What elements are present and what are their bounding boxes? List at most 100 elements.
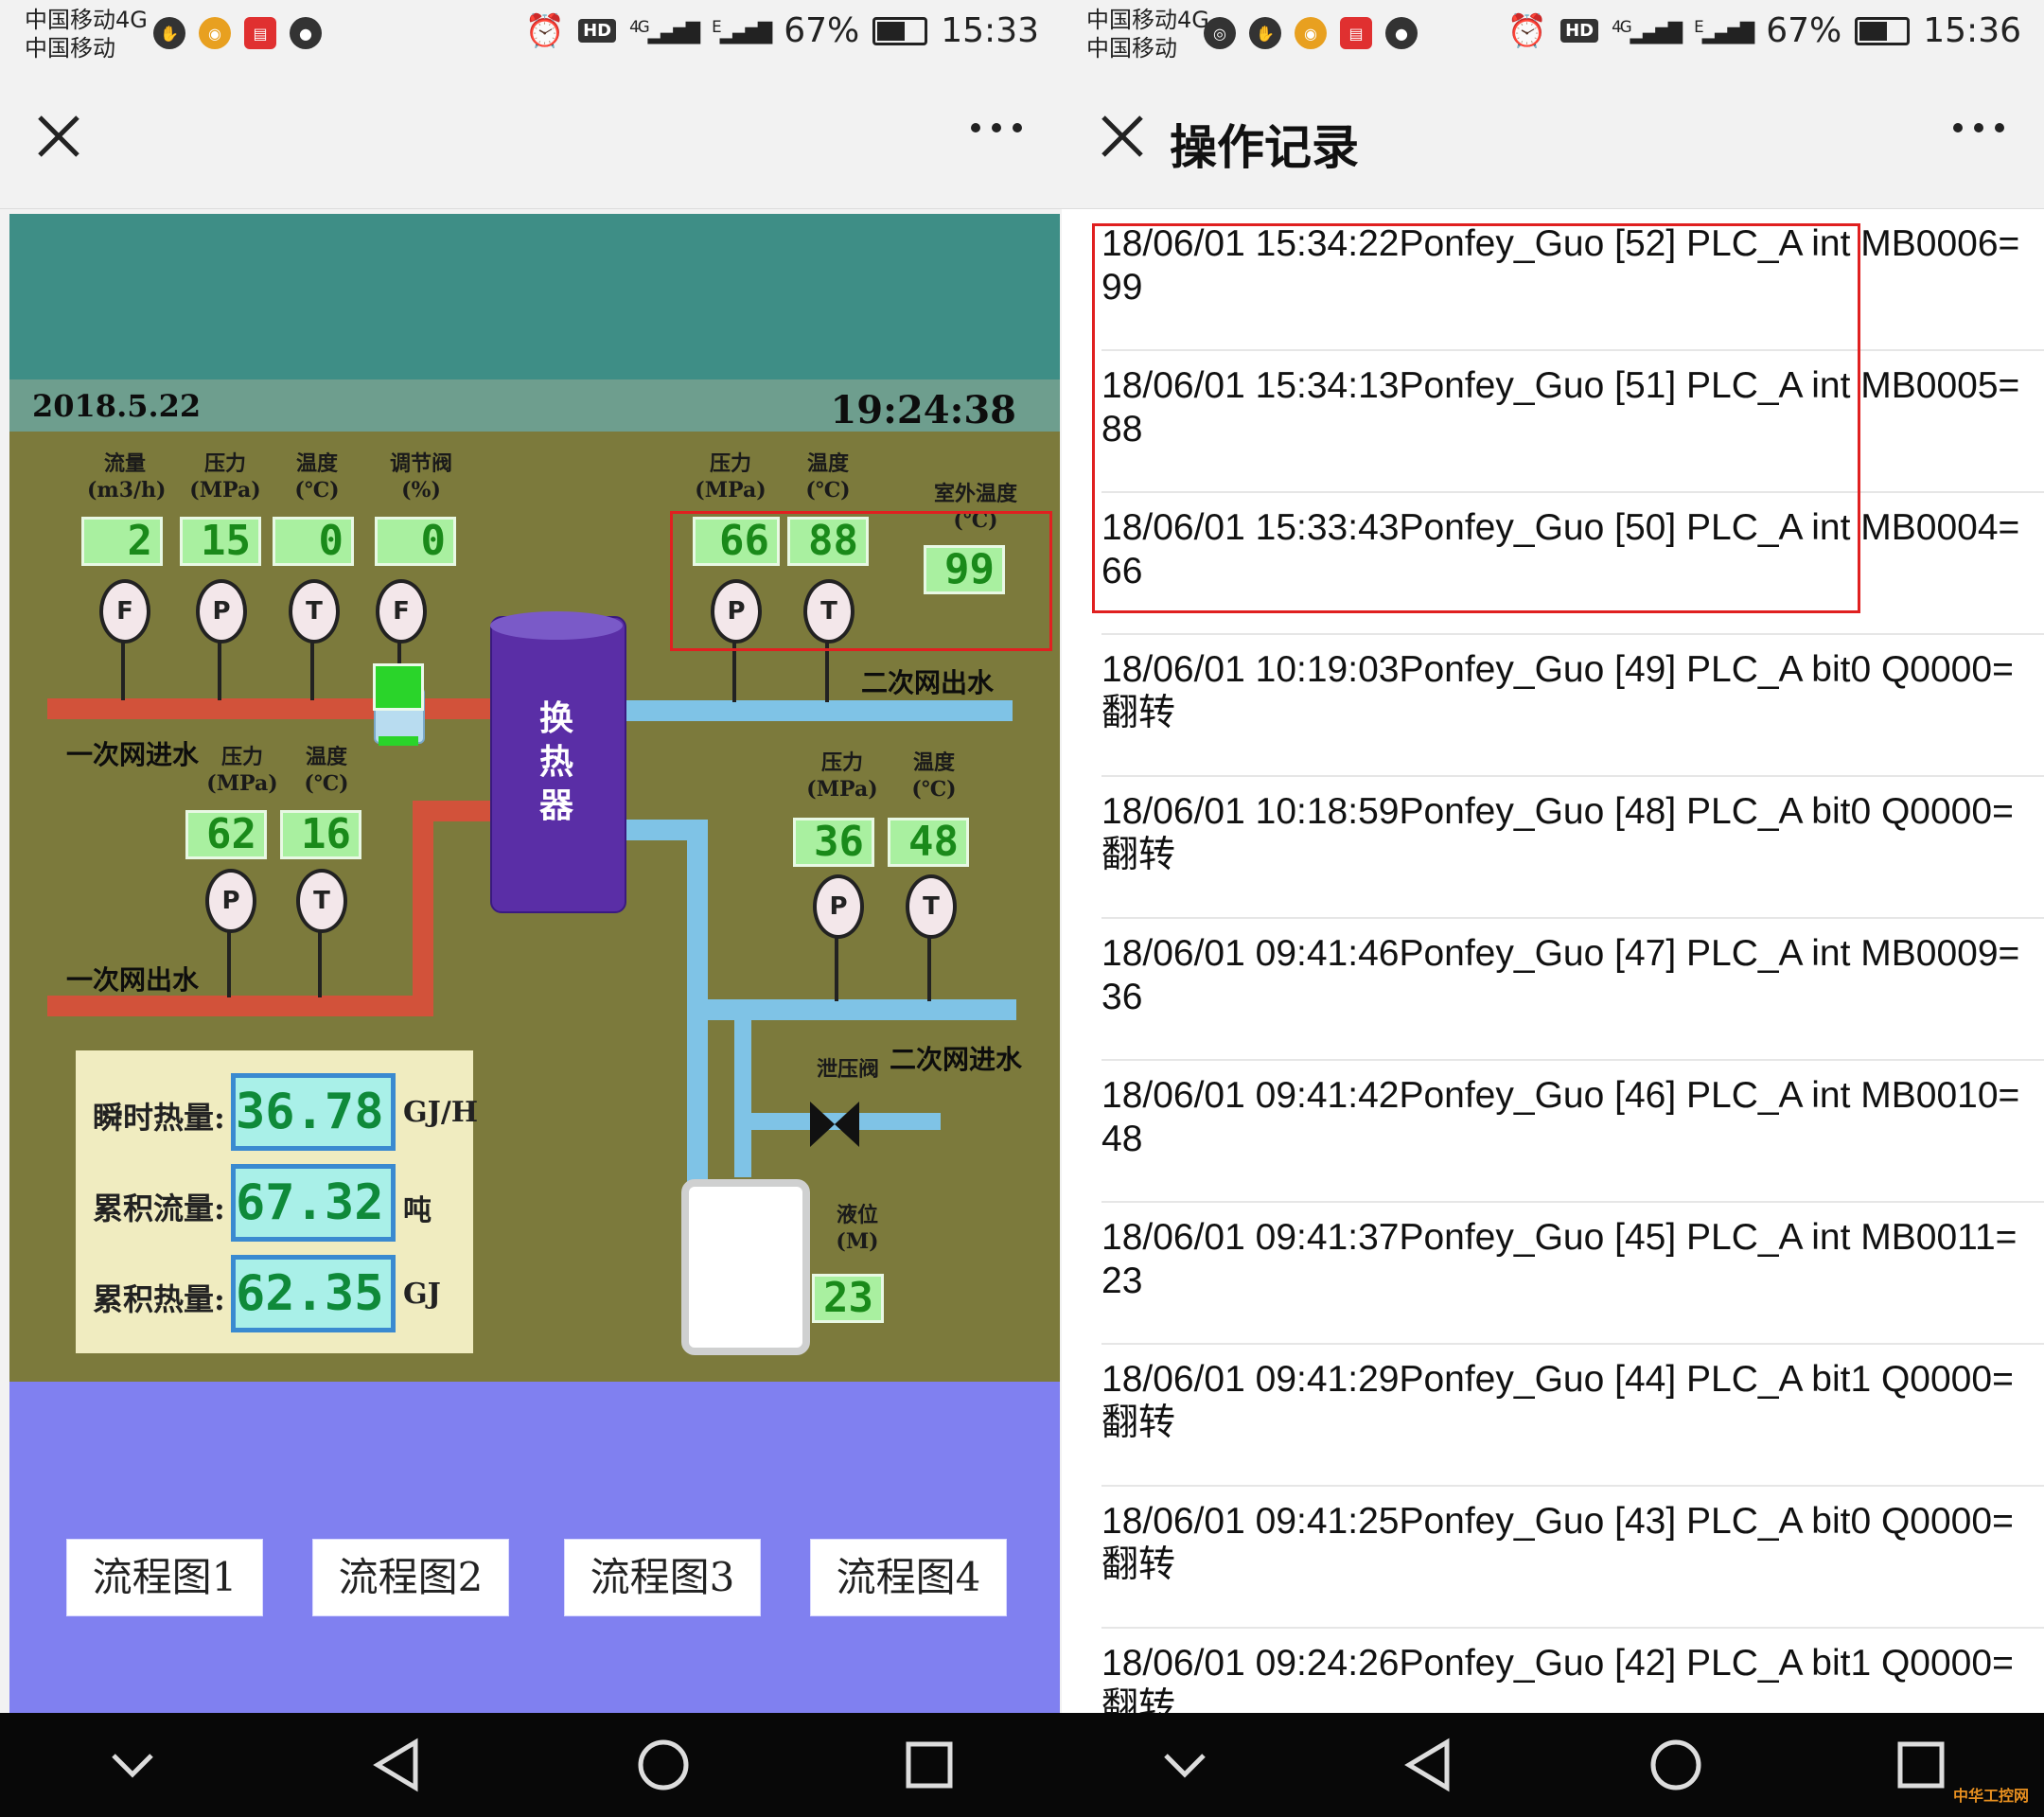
battery-fill [1859,21,1888,41]
log-entry-text: 18/06/01 09:41:29Ponfey_Guo [44] PLC_A b… [1101,1359,2014,1443]
battery-percent: 67% [1766,11,1842,50]
log-entry[interactable]: 18/06/01 10:19:03Ponfey_Guo [49] PLC_A b… [1101,635,2044,777]
carrier-info: 中国移动4G 中国移动 [1086,6,1209,62]
temp4-label: 温度 (℃) [911,750,957,802]
flowchart-1-button[interactable]: 流程图1 [66,1539,263,1616]
log-entry[interactable]: 18/06/01 09:41:46Ponfey_Guo [47] PLC_A i… [1101,919,2044,1061]
signal-e-icon: E▂▄▆█ [712,17,772,44]
recents-square-icon[interactable] [891,1727,967,1803]
more-options-button[interactable] [971,123,1022,132]
flow-value: 2 [81,517,163,566]
temp3-gauge: T [296,869,347,933]
pressure1-gauge: P [196,579,247,644]
primary-out-label: 一次网出水 [66,964,200,996]
heat-exchanger-top [490,611,623,640]
back-triangle-icon[interactable] [1392,1727,1468,1803]
flowchart-buttons: 流程图1 流程图2 流程图3 流程图4 [9,1539,1060,1633]
pressure2-gauge: P [711,579,762,644]
temp3-label: 温度 (℃) [304,745,349,796]
chevron-down-icon[interactable] [95,1727,170,1803]
shield-app-icon: ✋ [1249,17,1281,49]
hmi-date: 2018.5.22 [32,388,202,424]
dot-icon [992,123,1001,132]
battery-fill [877,21,906,41]
pressure2-value: 66 [693,517,780,566]
operation-log-list[interactable]: 18/06/01 15:34:22Ponfey_Guo [52] PLC_A i… [1062,209,2044,1714]
log-entry[interactable]: 18/06/01 15:34:22Ponfey_Guo [52] PLC_A i… [1101,209,2044,351]
pressure1-value: 15 [180,517,261,566]
dot-icon [1974,123,1983,132]
recents-square-icon[interactable] [1883,1727,1959,1803]
chevron-down-icon[interactable] [1147,1727,1223,1803]
signal-4g-icon: 4G▂▄▆█ [629,17,700,44]
temp2-gauge: T [803,579,855,644]
log-entry-text: 18/06/01 15:33:43Ponfey_Guo [50] PLC_A i… [1101,507,2020,591]
temp1-label: 温度 (℃) [294,451,340,503]
temp4-gauge: T [906,874,957,939]
flowchart-3-button[interactable]: 流程图3 [564,1539,761,1616]
notification-icons: ◎ ✋ ◉ ▤ ● [1204,17,1418,49]
temp3-value: 16 [280,810,361,859]
pressure4-label: 压力 (MPa) [806,750,878,802]
temp2-value: 88 [787,517,869,566]
log-entry[interactable]: 18/06/01 10:18:59Ponfey_Guo [48] PLC_A b… [1101,777,2044,919]
log-entry-text: 18/06/01 10:19:03Ponfey_Guo [49] PLC_A b… [1101,649,2014,733]
toutiao-icon: ▤ [244,17,276,49]
log-entry-text: 18/06/01 09:41:25Ponfey_Guo [43] PLC_A b… [1101,1501,2014,1585]
total-heat-value: 62.35 [231,1255,396,1332]
valve-pct-value: 0 [375,517,456,566]
temp2-label: 温度 (℃) [805,451,851,503]
log-entry-text: 18/06/01 09:41:42Ponfey_Guo [46] PLC_A i… [1101,1075,2020,1159]
flowchart-4-button[interactable]: 流程图4 [810,1539,1007,1616]
log-entry[interactable]: 18/06/01 09:41:29Ponfey_Guo [44] PLC_A b… [1101,1345,2044,1487]
valve-pct-label: 调节阀 (%) [389,451,452,503]
hmi-date-band [9,379,1060,432]
android-nav-bar [0,1713,1062,1817]
flow-label: 流量 (m3/h) [87,451,167,503]
primary-in-label: 一次网进水 [66,739,200,770]
pressure4-value: 36 [793,818,874,867]
home-circle-icon[interactable] [626,1727,701,1803]
page-title: 操作记录 [1170,120,1359,175]
outdoor-temp-value: 99 [924,545,1005,594]
total-flow-label: 累积流量: [93,1191,225,1226]
flowchart-2-button[interactable]: 流程图2 [312,1539,509,1616]
log-entry-text: 18/06/01 15:34:13Ponfey_Guo [51] PLC_A i… [1101,365,2020,450]
secondary-in-pipe [687,999,1016,1020]
primary-out-riser [413,801,433,1016]
liquid-tank [681,1179,810,1355]
close-icon[interactable] [32,110,85,163]
log-entry[interactable]: 18/06/01 15:34:13Ponfey_Guo [51] PLC_A i… [1101,351,2044,493]
more-options-button[interactable] [1953,123,2004,132]
primary-in-pipe [47,698,494,719]
log-entry[interactable]: 18/06/01 09:41:42Ponfey_Guo [46] PLC_A i… [1101,1061,2044,1203]
secondary-in-label: 二次网进水 [890,1044,1023,1075]
carrier-line-2: 中国移动 [25,35,115,62]
log-entry-text: 18/06/01 09:24:26Ponfey_Guo [42] PLC_A b… [1101,1643,2014,1714]
gauge-stem [397,634,401,666]
pressure3-value: 62 [185,810,267,859]
alarm-icon: ⏰ [1507,11,1548,50]
battery-percent: 67% [784,11,860,50]
secondary-in-connector [623,820,702,840]
close-icon[interactable] [1096,110,1149,163]
log-entry[interactable]: 18/06/01 09:41:25Ponfey_Guo [43] PLC_A b… [1101,1487,2044,1629]
log-entry[interactable]: 18/06/01 15:33:43Ponfey_Guo [50] PLC_A i… [1101,493,2044,635]
log-entry[interactable]: 18/06/01 09:41:37Ponfey_Guo [45] PLC_A i… [1101,1203,2044,1345]
log-entry-text: 18/06/01 10:18:59Ponfey_Guo [48] PLC_A b… [1101,791,2014,875]
gauge-stem [732,634,736,702]
temp4-value: 48 [888,818,969,867]
carrier-line-1: 中国移动4G [25,7,148,33]
relief-valve-icon [810,1102,859,1147]
toutiao-icon: ▤ [1340,17,1372,49]
signal-4g-label: 4G [629,17,649,36]
log-entry[interactable]: 18/06/01 09:24:26Ponfey_Guo [42] PLC_A b… [1101,1629,2044,1714]
home-circle-icon[interactable] [1638,1727,1714,1803]
gauge-stem [310,634,314,700]
dot-icon [971,123,980,132]
log-entry-text: 18/06/01 09:41:46Ponfey_Guo [47] PLC_A i… [1101,933,2020,1017]
energy-info-panel: 瞬时热量: 36.78 GJ/H 累积流量: 67.32 吨 累积热量: 62.… [76,1050,478,1353]
flow-gauge: F [99,579,150,644]
back-triangle-icon[interactable] [361,1727,436,1803]
gauge-stem [835,929,838,1001]
